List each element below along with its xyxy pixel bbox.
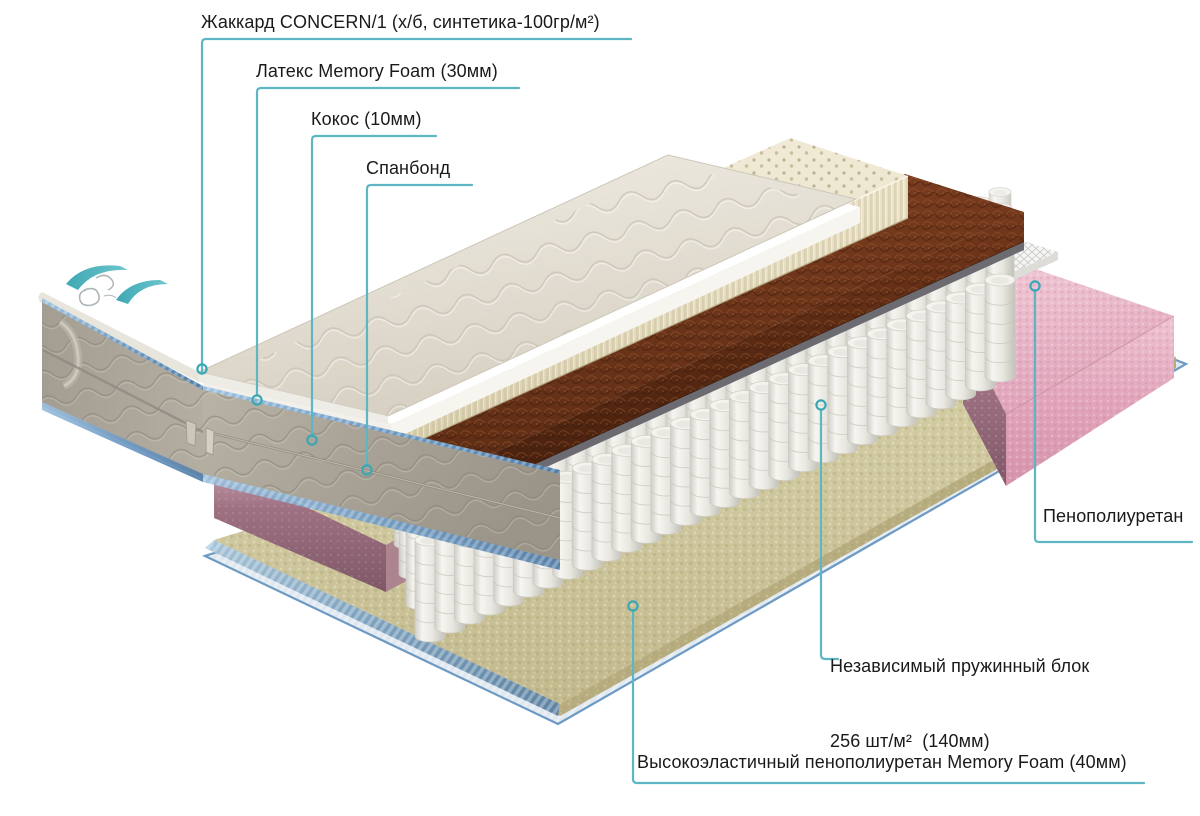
label-polyurethane: Пенополиуретан	[1043, 506, 1184, 526]
leader-latex	[255, 86, 521, 397]
label-jacquard: Жаккард CONCERN/1 (х/б, синтетика-100гр/…	[201, 12, 600, 32]
label-spring-block-line1: Независимый пружинный блок	[830, 656, 1090, 676]
callout-leader-lines	[200, 37, 1194, 785]
endpoint-pufoam	[1029, 280, 1041, 292]
endpoint-springs	[815, 399, 827, 411]
endpoint-memory	[627, 600, 639, 612]
callout-endpoints	[196, 280, 1041, 612]
endpoint-coir	[306, 434, 318, 446]
endpoint-latex	[251, 394, 263, 406]
leader-pufoam	[1033, 288, 1194, 544]
label-spunbond: Спанбонд	[366, 158, 451, 178]
spring-cylinder	[984, 279, 1016, 383]
leader-jacquard	[200, 37, 633, 375]
endpoint-spunbond	[361, 464, 373, 476]
label-coir: Кокос (10мм)	[311, 109, 422, 129]
leader-coir	[310, 134, 438, 439]
leader-memory	[631, 608, 1146, 785]
brand-logo	[78, 274, 117, 307]
leader-springs	[819, 408, 840, 661]
label-memory-foam: Высокоэластичный пенополиуретан Memory F…	[637, 752, 1127, 772]
jacquard-cover-panel	[38, 154, 860, 570]
label-latex: Латекс Memory Foam (30мм)	[256, 61, 498, 81]
label-spring-block-line2: 256 шт/м² (140мм)	[830, 731, 990, 751]
leader-spunbond	[365, 183, 474, 468]
endpoint-jacquard	[196, 363, 208, 375]
label-spring-block: Независимый пружинный блок 256 шт/м² (14…	[830, 604, 1089, 804]
